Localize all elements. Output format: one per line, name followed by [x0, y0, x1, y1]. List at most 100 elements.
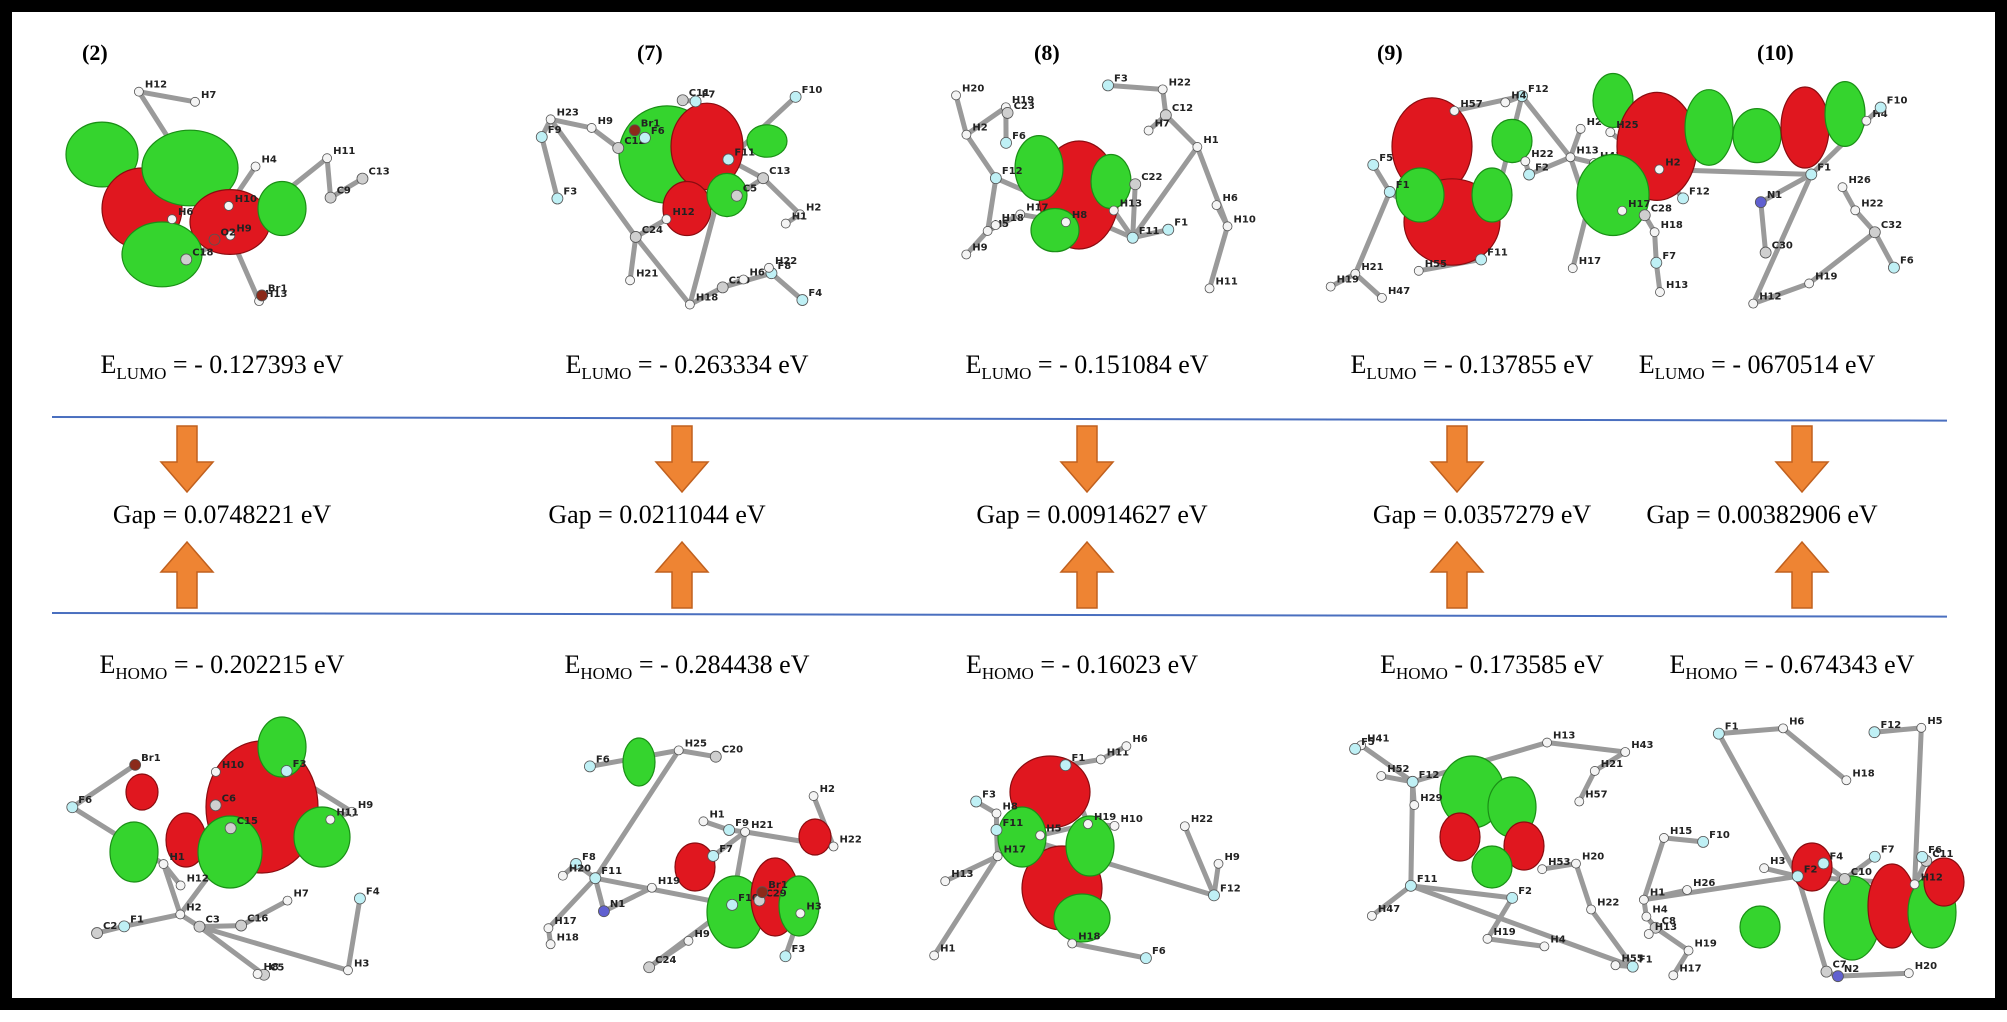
homo-energy: EHOMO = - 0.674343 eV	[1592, 650, 1992, 684]
atom-label: H12	[1921, 872, 1943, 883]
atom-label: H6	[1789, 716, 1804, 727]
lumo-symbol: ELUMO	[1639, 350, 1705, 379]
atom	[1838, 183, 1847, 192]
negative-lobe	[1781, 87, 1829, 168]
atom	[1917, 723, 1926, 732]
atom	[1659, 833, 1668, 842]
atom-label: F6	[1900, 256, 1914, 267]
atom	[1842, 776, 1851, 785]
bond	[1761, 202, 1766, 252]
atom-label: C10	[1851, 867, 1872, 878]
atom	[1683, 886, 1692, 895]
atom	[1888, 262, 1899, 273]
atom	[1713, 728, 1724, 739]
atom	[1650, 228, 1659, 237]
atom	[1760, 247, 1771, 258]
atom-label: H15	[1670, 826, 1692, 837]
arrow-down-shape	[1772, 424, 1832, 494]
atom-label: N1	[1767, 190, 1782, 201]
lumo-energy-value: = - 0670514 eV	[1711, 350, 1875, 379]
atom-label: H18	[1661, 220, 1683, 231]
positive-lobe	[1740, 906, 1780, 948]
atom	[1875, 102, 1886, 113]
homo-energy-value: = - 0.674343 eV	[1744, 650, 1915, 679]
atom-label: C28	[1651, 203, 1672, 214]
atom-label: H22	[1861, 198, 1883, 209]
atom-label: H17	[1679, 963, 1701, 974]
atom	[1806, 169, 1817, 180]
atom	[1760, 864, 1769, 873]
bond	[1664, 838, 1703, 842]
atom-label: H19	[1815, 271, 1837, 282]
atom	[1644, 930, 1653, 939]
atom	[1917, 851, 1928, 862]
atom-label: C32	[1881, 220, 1902, 231]
atom-label: H19	[1695, 939, 1717, 950]
arrow-up	[1772, 540, 1832, 610]
atom-label: H25	[1616, 120, 1638, 131]
atom	[1869, 851, 1880, 862]
atom	[1639, 895, 1648, 904]
atom	[1818, 858, 1829, 869]
atom	[1755, 197, 1766, 208]
gap-energy: Gap = 0.00382906 eV	[1562, 500, 1962, 530]
atom-label: H5	[1927, 716, 1942, 727]
atom-label: F7	[1881, 845, 1895, 856]
atom	[1869, 727, 1880, 738]
lumo-energy: ELUMO = - 0670514 eV	[1557, 350, 1957, 384]
atom-label: H18	[1852, 768, 1874, 779]
atom	[1869, 227, 1880, 238]
atom-label: H20	[1915, 961, 1937, 972]
atom-label: F6	[1928, 845, 1942, 856]
atom	[1910, 880, 1919, 889]
atom-label: N2	[1844, 964, 1859, 975]
arrow-down	[1772, 424, 1832, 494]
atom	[1684, 946, 1693, 955]
atom	[1698, 836, 1709, 847]
atom-label: H26	[1693, 878, 1715, 889]
atom	[1618, 206, 1627, 215]
atom	[1749, 299, 1758, 308]
atom-label: F10	[1709, 830, 1730, 841]
atom-label: F12	[1880, 720, 1901, 731]
atom-label: H3	[1770, 856, 1785, 867]
atom-label: F12	[1689, 186, 1710, 197]
atom	[1832, 971, 1843, 982]
atom	[1642, 912, 1651, 921]
atom	[1678, 193, 1689, 204]
atom-label: F4	[1829, 851, 1843, 862]
atom-label: H1	[1650, 888, 1665, 899]
atom	[1779, 724, 1788, 733]
atom	[1669, 971, 1678, 980]
atom	[1606, 128, 1615, 137]
atom-label: H13	[1666, 280, 1688, 291]
positive-lobe	[1733, 109, 1781, 163]
atom	[1792, 871, 1803, 882]
positive-lobe	[1825, 82, 1865, 147]
atom	[1862, 116, 1871, 125]
atom-label: H4	[1652, 905, 1667, 916]
atom-label: H13	[1655, 922, 1677, 933]
atom	[1839, 874, 1850, 885]
positive-lobe	[1577, 155, 1649, 236]
atom-label: H17	[1628, 199, 1650, 210]
atom-label: F1	[1817, 162, 1831, 173]
atom	[1655, 288, 1664, 297]
bond	[1875, 232, 1894, 267]
atom-label: F7	[1662, 251, 1676, 262]
arrow-up-shape	[1772, 540, 1832, 610]
positive-lobe	[1685, 90, 1733, 166]
atom	[1821, 966, 1832, 977]
atom	[1851, 206, 1860, 215]
homo-symbol: EHOMO	[1670, 650, 1738, 679]
bond	[1719, 734, 1798, 877]
atom-label: F1	[1725, 722, 1739, 733]
atom-label: C30	[1772, 241, 1793, 252]
atom	[1904, 969, 1913, 978]
